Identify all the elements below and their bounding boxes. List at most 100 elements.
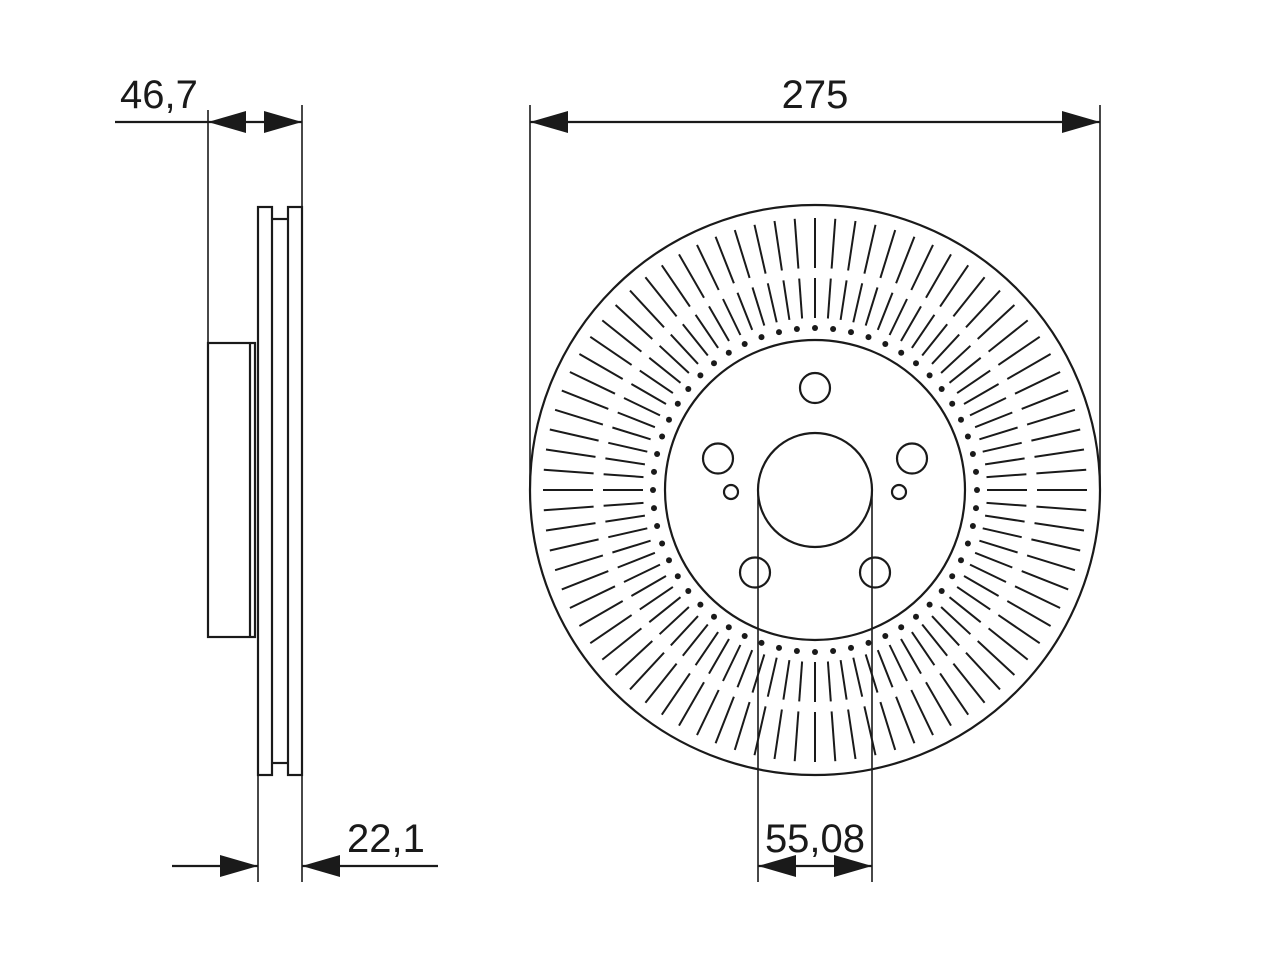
vane-dash xyxy=(939,672,970,716)
hub-dot xyxy=(969,451,976,457)
vane-dash xyxy=(554,554,604,572)
hub-dot xyxy=(913,360,919,367)
hub-dot xyxy=(865,639,872,646)
vane-dash xyxy=(931,333,960,365)
vane-dash xyxy=(911,314,936,349)
vane-dash xyxy=(644,276,678,318)
side-view: 46,7 22,1 xyxy=(115,73,438,882)
vane-dash xyxy=(997,614,1041,645)
vane-dash xyxy=(545,448,596,458)
vane-dash xyxy=(561,389,609,410)
vane-dash xyxy=(623,397,661,417)
arrow-thick-right xyxy=(302,855,340,877)
vane-dash xyxy=(963,383,1000,405)
locating-hole-right xyxy=(890,483,908,501)
vane-dash xyxy=(617,411,656,429)
vane-dash xyxy=(876,649,894,688)
vane-dash xyxy=(987,319,1029,353)
hub-dot xyxy=(654,523,661,529)
vane-dash xyxy=(910,689,934,736)
vane-dash xyxy=(900,305,922,342)
vane-dash xyxy=(1026,554,1076,572)
vane-dash xyxy=(658,345,690,374)
vane-dash xyxy=(793,218,800,269)
vane-dash xyxy=(921,323,948,357)
vane-dash xyxy=(766,283,778,323)
hub-dot xyxy=(913,613,919,620)
vane-dash xyxy=(864,287,879,326)
hub-dot xyxy=(793,326,800,332)
vane-dash xyxy=(660,264,691,308)
vane-dash xyxy=(997,335,1041,366)
hub-dot xyxy=(651,505,657,512)
dim-outer-diameter: 275 xyxy=(782,73,849,117)
vane-dash xyxy=(1034,522,1085,532)
vane-dash xyxy=(733,701,751,751)
vane-dash xyxy=(678,681,705,727)
vane-dash xyxy=(751,287,766,326)
vane-dash xyxy=(682,623,709,657)
hub-dot xyxy=(926,601,933,608)
vane-dash xyxy=(1034,448,1085,458)
hub-dot xyxy=(973,468,979,475)
vane-dash xyxy=(549,428,599,442)
dim-hat-height: 46,7 xyxy=(120,73,198,117)
hub-dot xyxy=(938,588,945,594)
vane-dash xyxy=(773,220,783,271)
hub-dot xyxy=(725,349,732,356)
hub-dot xyxy=(666,557,672,564)
vane-dash xyxy=(956,586,991,611)
hub-dot xyxy=(969,523,976,529)
vane-dash xyxy=(925,253,952,299)
vane-dash xyxy=(694,631,719,666)
vane-dash xyxy=(603,501,644,507)
vane-dash xyxy=(639,369,674,394)
hub-dot xyxy=(865,334,872,341)
vane-dash xyxy=(554,408,604,426)
vane-dash xyxy=(1014,585,1061,609)
vane-dash xyxy=(830,218,837,269)
hub-dot xyxy=(651,468,657,475)
vane-dash xyxy=(1014,371,1061,395)
bolt-hole xyxy=(701,442,735,475)
vane-dash xyxy=(982,527,1022,539)
vane-dash xyxy=(1006,600,1052,627)
vane-dash xyxy=(658,606,690,635)
hub-dot xyxy=(949,400,956,407)
hub-dot xyxy=(830,326,837,332)
vane-dash xyxy=(911,631,936,666)
vane-dash xyxy=(670,615,699,647)
vane-dash xyxy=(900,638,922,675)
friction-ring-outer xyxy=(286,205,304,777)
vane-dash xyxy=(601,319,643,353)
hub-dot xyxy=(958,416,964,423)
vane-dash xyxy=(782,280,791,321)
vane-dash xyxy=(1026,408,1076,426)
hub-dot xyxy=(926,372,933,379)
vane-dash xyxy=(660,672,691,716)
vane-dash xyxy=(879,701,897,751)
vane-dash xyxy=(826,661,832,702)
dim-center-bore: 55,08 xyxy=(765,817,865,861)
vane-dash xyxy=(678,253,705,299)
hub-dot xyxy=(659,433,666,440)
vane-dash xyxy=(986,501,1027,507)
hub-dot xyxy=(812,649,818,655)
vane-dash xyxy=(696,244,720,291)
vane-dash xyxy=(979,539,1018,554)
vane-dash xyxy=(696,689,720,736)
vane-dash xyxy=(736,649,754,688)
vane-dash xyxy=(714,696,735,744)
vane-dash xyxy=(708,305,730,342)
vane-dash xyxy=(1006,353,1052,380)
locating-holes xyxy=(722,483,908,501)
friction-ring-inner xyxy=(256,205,274,777)
hub-dot xyxy=(898,349,905,356)
vane-dash xyxy=(1031,428,1081,442)
hub-dot xyxy=(685,386,692,392)
vane-dash xyxy=(798,278,804,319)
vane-dash xyxy=(895,696,916,744)
vane-dash xyxy=(543,505,594,512)
vane-dash xyxy=(948,357,982,384)
